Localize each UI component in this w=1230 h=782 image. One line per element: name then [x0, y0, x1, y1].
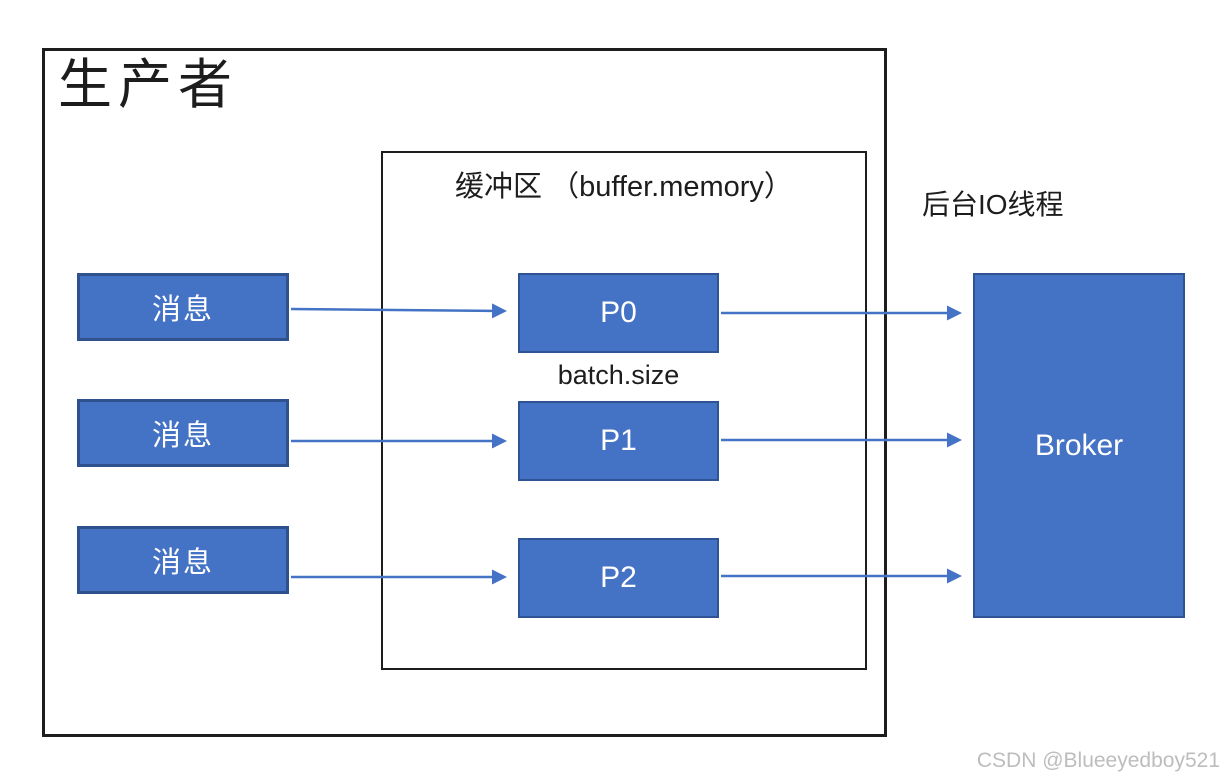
- io-thread-label: 后台IO线程: [922, 189, 1064, 220]
- partition-box-p1: P1: [518, 401, 719, 481]
- buffer-title: 缓冲区 （buffer.memory）: [455, 171, 793, 203]
- message-box-3: 消息: [77, 526, 289, 594]
- partition-box-p2: P2: [518, 538, 719, 618]
- partition-box-p0: P0: [518, 273, 719, 353]
- producer-box: [42, 48, 887, 737]
- producer-title: 生产者: [58, 55, 238, 115]
- message-box-2: 消息: [77, 399, 289, 467]
- batch-size-label: batch.size: [557, 360, 680, 390]
- broker-box: Broker: [973, 273, 1185, 618]
- message-box-1: 消息: [77, 273, 289, 341]
- csdn-watermark: CSDN @Blueeyedboy521: [976, 749, 1220, 772]
